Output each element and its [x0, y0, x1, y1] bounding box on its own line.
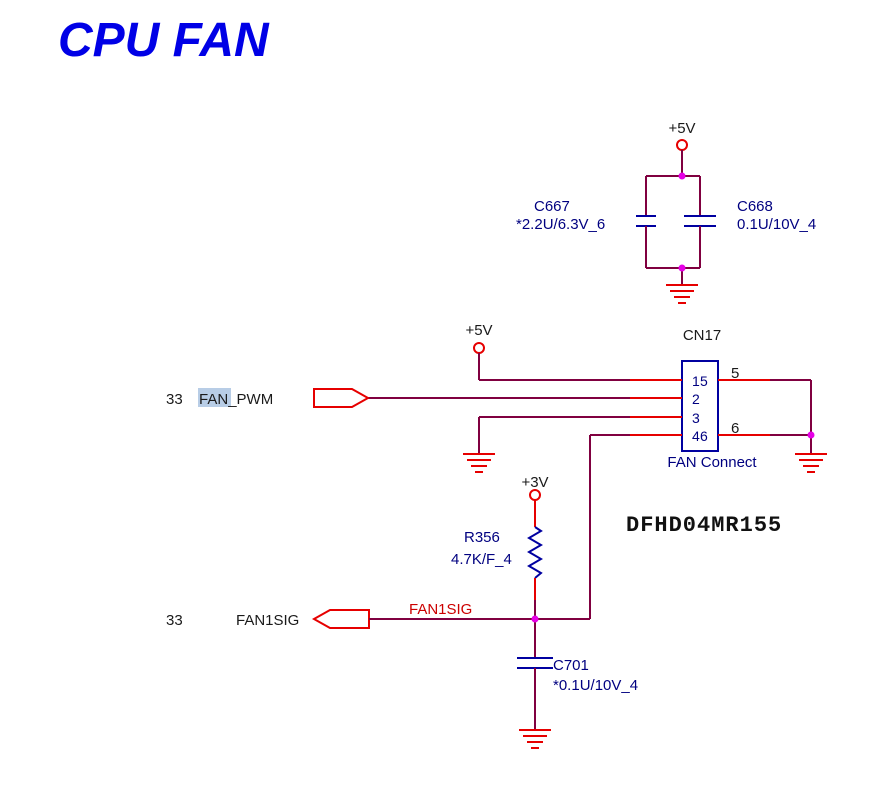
fan-connector-section: CN17 +5V: [368, 322, 827, 619]
junction-dot: [531, 615, 539, 623]
c668-ref: C668: [737, 198, 773, 215]
ground-symbol-shield: [795, 453, 827, 473]
power-rail-3v: +3V: [521, 474, 548, 491]
c701-ref: C701: [553, 657, 589, 674]
junction-dot: [678, 264, 686, 272]
fan-pwm-net-prefix: FAN: [199, 391, 228, 408]
connector-part-number: DFHD04MR155: [626, 513, 782, 538]
fan-pwm-page-ref: 33: [166, 391, 183, 408]
connector-name: FAN Connect: [667, 454, 757, 471]
ground-symbol-top: [666, 284, 698, 304]
fan1sig-net-label: FAN1SIG: [409, 601, 472, 618]
fan1sig-page-ref: 33: [166, 612, 183, 629]
svg-text:FAN_PWM: FAN_PWM: [199, 391, 273, 408]
c667-value: *2.2U/6.3V_6: [516, 216, 605, 233]
power-port-5v-conn: [473, 342, 485, 354]
fan1sig-section: 33 FAN1SIG FAN1SIG +3V R356 4.7K/F_4 C70…: [166, 474, 638, 749]
junction-dot: [678, 172, 686, 180]
shield-pin-5-label: 5: [731, 365, 739, 382]
search-highlight: [198, 388, 231, 407]
ground-symbol-pin3: [463, 453, 495, 473]
c668-value: 0.1U/10V_4: [737, 216, 816, 233]
fan-pwm-port: 33 FAN_PWM: [166, 388, 371, 408]
junction-dot: [807, 431, 815, 439]
pin-number-1: 1: [692, 373, 700, 389]
power-rail-5v-top: +5V: [668, 120, 695, 137]
ground-symbol-sig: [519, 729, 551, 749]
c701-value: *0.1U/10V_4: [553, 677, 638, 694]
r356-ref: R356: [464, 529, 500, 546]
power-rail-5v-conn: +5V: [465, 322, 492, 339]
capacitor-c701: [517, 657, 553, 669]
r356-value: 4.7K/F_4: [451, 551, 512, 568]
capacitor-c668: [684, 215, 716, 227]
pin-number-2: 2: [692, 391, 700, 407]
page-title: CPU FAN: [58, 14, 270, 67]
top-decoupling: +5V C667 *2.2U/6.3V_6 C668 0.1U/1: [516, 120, 816, 304]
output-port-arrow: [311, 609, 370, 629]
power-port-5v-top: [676, 139, 688, 151]
input-port-arrow: [313, 388, 371, 408]
c667-ref: C667: [534, 198, 570, 215]
connector-ref: CN17: [683, 327, 721, 344]
pin-number-5-inner: 5: [700, 373, 708, 389]
pin-number-6-inner: 6: [700, 428, 708, 444]
resistor-r356: [527, 526, 543, 579]
fan-pwm-net-suffix: _PWM: [227, 391, 273, 408]
fan1sig-port-label: FAN1SIG: [236, 612, 299, 629]
power-port-3v: [529, 489, 541, 501]
capacitor-c667: [636, 215, 656, 227]
connector-cn17-body: [681, 360, 719, 452]
pin-number-4: 4: [692, 428, 700, 444]
shield-pin-6-label: 6: [731, 420, 739, 437]
pin-number-3: 3: [692, 410, 700, 426]
